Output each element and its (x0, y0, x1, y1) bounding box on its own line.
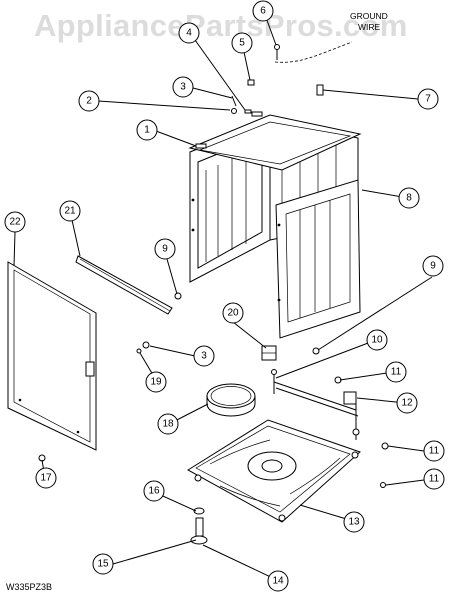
svg-text:11: 11 (429, 474, 440, 485)
callout-16: 16 (143, 480, 165, 502)
callout-5: 5 (231, 32, 253, 54)
callout-18: 18 (157, 413, 179, 435)
svg-text:5: 5 (239, 38, 245, 49)
cabinet-base (187, 419, 361, 523)
svg-text:11: 11 (429, 446, 440, 457)
svg-text:8: 8 (406, 193, 412, 204)
watermark: AppliancePartsPros.com (34, 8, 408, 43)
callout-21: 21 (59, 200, 81, 222)
cabinet-top-flange (188, 114, 362, 171)
svg-text:20: 20 (227, 308, 239, 319)
leveling-leg (190, 507, 208, 545)
ground-wire-label-line2: WIRE (358, 22, 381, 32)
callout-8: 8 (398, 187, 420, 209)
svg-text:17: 17 (40, 473, 52, 484)
svg-text:19: 19 (150, 377, 162, 388)
callout-9-left: 9 (154, 238, 176, 260)
svg-text:13: 13 (348, 517, 360, 528)
svg-text:6: 6 (260, 6, 266, 17)
callout-11-middle: 11 (423, 440, 445, 462)
diagram-code: W335PZ3B (6, 582, 53, 592)
callout-11-lower: 11 (423, 468, 445, 490)
callout-15: 15 (92, 553, 114, 575)
front-panel (7, 261, 97, 451)
svg-text:11: 11 (391, 367, 402, 378)
callout-1: 1 (136, 119, 158, 141)
svg-text:7: 7 (425, 94, 431, 105)
callout-11-upper: 11 (385, 361, 407, 383)
svg-text:9: 9 (162, 244, 168, 255)
clips-and-washers (334, 376, 389, 488)
hinge-bracket (261, 345, 277, 361)
svg-text:3: 3 (201, 351, 207, 362)
callout-9-right: 9 (422, 255, 444, 277)
callout-3-top: 3 (172, 76, 194, 98)
svg-text:3: 3 (180, 82, 186, 93)
callout-17: 17 (35, 467, 57, 489)
cabinet-right-side (275, 179, 361, 339)
leader-lines (13, 11, 433, 581)
svg-text:22: 22 (9, 217, 21, 228)
ground-wire-label-line1: GROUND (350, 11, 388, 21)
callout-14: 14 (267, 570, 289, 592)
ground-wire (274, 41, 353, 63)
panel-brace (75, 255, 173, 315)
svg-text:1: 1 (144, 125, 150, 136)
screws (38, 292, 320, 462)
svg-text:2: 2 (86, 96, 92, 107)
callout-13: 13 (343, 511, 365, 533)
callout-2: 2 (78, 90, 100, 112)
callout-4: 4 (178, 22, 200, 44)
svg-text:9: 9 (430, 261, 436, 272)
bolt-and-rod (271, 369, 359, 417)
callout-20: 20 (222, 302, 244, 324)
callout-22: 22 (4, 211, 26, 233)
svg-text:14: 14 (272, 576, 284, 587)
svg-text:21: 21 (64, 206, 76, 217)
svg-text:4: 4 (186, 28, 192, 39)
svg-text:10: 10 (371, 335, 383, 346)
callout-7: 7 (417, 88, 439, 110)
svg-text:12: 12 (401, 398, 413, 409)
callout-6: 6 (252, 0, 274, 22)
svg-text:15: 15 (97, 559, 109, 570)
callout-19: 19 (145, 371, 167, 393)
svg-text:16: 16 (148, 486, 160, 497)
callout-3-bottom: 3 (193, 345, 215, 367)
callout-10: 10 (366, 329, 388, 351)
svg-text:18: 18 (162, 419, 174, 430)
seal-ring (206, 383, 256, 417)
callout-12: 12 (396, 392, 418, 414)
